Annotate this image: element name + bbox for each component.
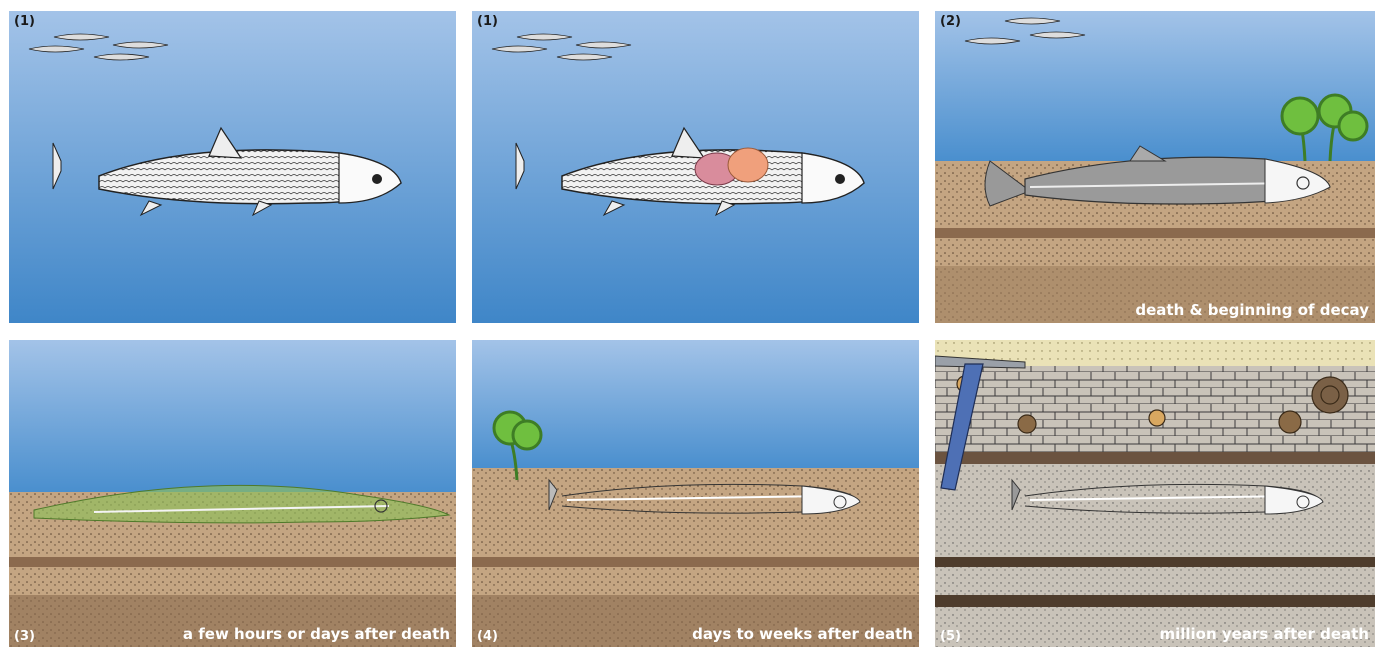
water-background [472,340,919,468]
panel-number: (4) [477,629,498,644]
sediment-band [472,557,919,567]
limestone-layer [935,366,1375,452]
rock-band [935,452,1375,464]
sediment-band [935,228,1375,238]
panel-weeks-after: (4) days to weeks after death [472,340,919,647]
panel-number: (5) [940,629,961,644]
panel-number: (3) [14,629,35,644]
panel-5-illustration [472,340,919,647]
panel-hours-after: (3) a few hours or days after death [9,340,456,647]
panel-fish-organs: (1) [472,11,919,323]
panel-caption: a few hours or days after death [183,625,450,643]
panel-number: (2) [940,14,961,29]
water-background [9,340,456,492]
stomach-organ [728,148,768,182]
panel-caption: days to weeks after death [692,625,913,643]
panel-1-illustration [9,11,456,323]
panel-number: (1) [14,14,35,29]
panel-caption: death & beginning of decay [1135,301,1369,319]
panel-death: (2) death & beginning of decay [935,11,1375,323]
panel-6-illustration [935,340,1375,647]
rock-layer [935,464,1375,647]
rock-band-3 [935,595,1375,607]
panel-caption: million years after death [1159,625,1369,643]
panel-million-years: (5) million years after death [935,340,1375,647]
panel-number: (1) [477,14,498,29]
panel-living-fish: (1) [9,11,456,323]
water-background [935,11,1375,161]
rock-band-2 [935,557,1375,567]
panel-4-illustration [9,340,456,647]
sediment-band [9,557,456,567]
panel-2-illustration [472,11,919,323]
panel-3-illustration [935,11,1375,323]
